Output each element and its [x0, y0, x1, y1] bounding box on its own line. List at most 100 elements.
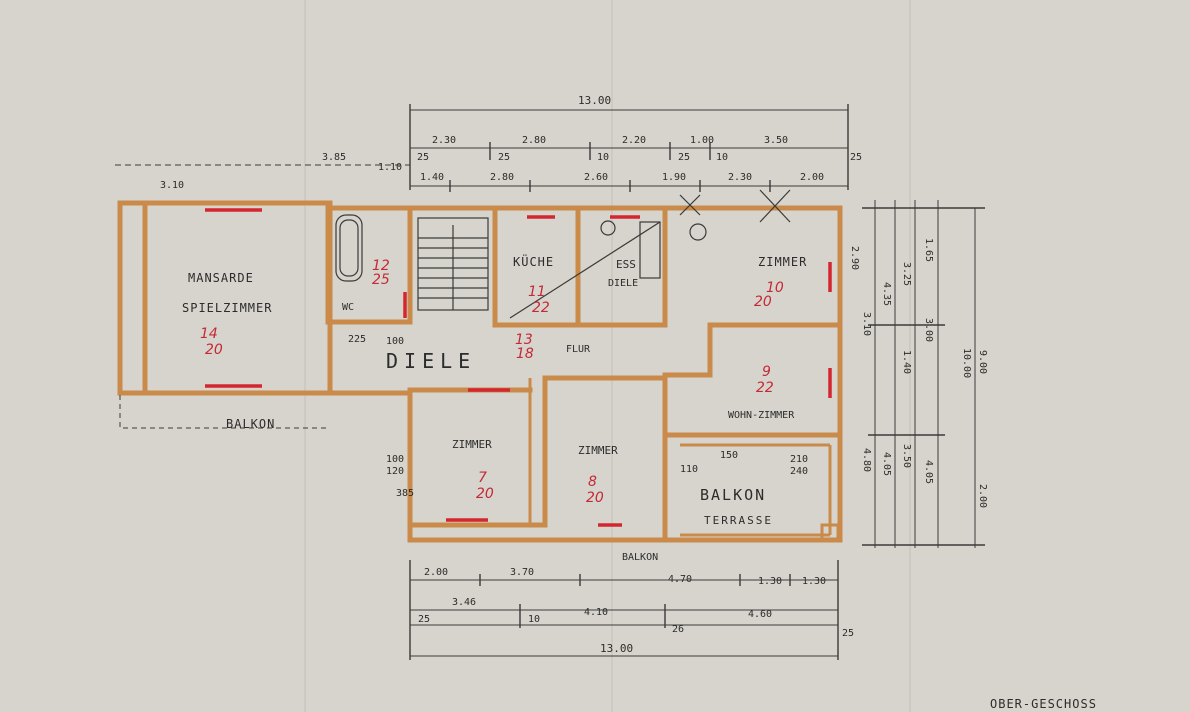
top-dim2-4: 1.90: [662, 172, 686, 183]
measure-100: 100: [386, 336, 404, 347]
area-zimmer-sw-sub: 20: [476, 486, 494, 502]
left-top-dim-3: 1.10: [378, 162, 402, 173]
room-labels: MANSARDE SPIELZIMMER 14 20 KÜCHE 11 22 E…: [182, 253, 807, 563]
right-dim-2: 3.10: [861, 312, 872, 336]
top-dim-4: 1.00: [690, 135, 714, 146]
measure-120: 120: [386, 466, 404, 477]
chimney: [820, 523, 840, 541]
top-dimensions: 13.00 2.30 2.80 2.20 1.00 3.50 25 25 10 …: [115, 94, 862, 192]
area-wohnzimmer: 9: [762, 364, 771, 380]
wall-main-outer: [407, 205, 843, 543]
top-small-1: 25: [417, 152, 429, 163]
area-mansarde: 14: [200, 326, 218, 342]
area-zimmer-ne-sub: 20: [754, 294, 772, 310]
room-kueche: KÜCHE: [513, 253, 554, 269]
bottom-dim2-3: 4.60: [748, 609, 772, 620]
bottom-small-4: 25: [842, 628, 854, 639]
balkon-terrasse: BALKON: [700, 486, 766, 504]
bottom-small-2: 10: [528, 614, 540, 625]
top-dim2-5: 2.30: [728, 172, 752, 183]
measure-150: 150: [720, 450, 738, 461]
interior-measurements: 225 100 100 120 385 110 150 210 240: [348, 334, 808, 499]
wall-bath: [325, 205, 413, 325]
right-dim4-1: 1.65: [923, 238, 934, 262]
area-kueche-sub: 22: [532, 300, 550, 316]
bottom-dim-2: 3.70: [510, 567, 534, 578]
area-bath: 12: [372, 258, 390, 274]
right-dim3-1: 3.25: [901, 262, 912, 286]
room-zimmer-ne: ZIMMER: [758, 255, 807, 269]
measure-100b: 100: [386, 454, 404, 465]
staircase: [417, 217, 489, 311]
area-zimmer-sw: 7: [478, 470, 487, 486]
height-total: 10.00: [961, 348, 972, 378]
room-mansarde-sub: SPIELZIMMER: [182, 301, 272, 315]
measure-210: 210: [790, 454, 808, 465]
room-wc: WC: [342, 302, 354, 313]
area-bath-sub: 25: [372, 272, 390, 288]
top-dim2-1: 1.40: [420, 172, 444, 183]
top-dim2-2: 2.80: [490, 172, 514, 183]
overall-width-bottom: 13.00: [600, 642, 633, 655]
right-dim-3: 4.80: [861, 448, 872, 472]
room-flur: FLUR: [566, 344, 591, 355]
area-mansarde-sub: 20: [205, 342, 223, 358]
area-zimmer-s: 8: [588, 474, 597, 490]
area-zimmer-s-sub: 20: [586, 490, 604, 506]
room-zimmer-sw: ZIMMER: [452, 438, 492, 451]
bottom-dim-4: 1.30: [758, 576, 782, 587]
terrasse-label: TERRASSE: [704, 514, 773, 527]
bottom-dim2-1: 3.46: [452, 597, 476, 608]
bottom-dimensions: 2.00 3.70 4.70 1.30 1.30 3.46 4.10 4.60 …: [409, 560, 854, 660]
right-dim4-3: 2.00: [977, 484, 988, 508]
area-hall-sub: 18: [516, 346, 534, 362]
top-dim2-6: 2.00: [800, 172, 824, 183]
plan-title: OBER-GESCHOSS: [990, 697, 1097, 711]
right-dim3-2: 1.40: [901, 350, 912, 374]
right-dimensions: 2.90 3.10 4.80 4.35 4.05 3.25 1.40 3.50 …: [849, 200, 988, 548]
room-zimmer-s: ZIMMER: [578, 444, 618, 457]
top-small-5: 10: [716, 152, 728, 163]
top-small-4: 25: [678, 152, 690, 163]
right-dim3-3: 3.50: [901, 444, 912, 468]
room-diele: DIELE: [386, 349, 476, 373]
bottom-dim-3: 4.70: [668, 574, 692, 585]
bottom-dim2-2: 4.10: [584, 607, 608, 618]
balkon-outline: [119, 395, 330, 429]
balkon-west: BALKON: [226, 417, 275, 431]
bottom-dim-1: 2.00: [424, 567, 448, 578]
fixtures: [335, 189, 791, 319]
overall-width-label: 13.00: [578, 94, 611, 107]
area-zimmer-ne: 10: [766, 280, 784, 296]
measure-110: 110: [680, 464, 698, 475]
room-mansarde: MANSARDE: [188, 271, 254, 285]
left-top-dim-2: 3.85: [322, 152, 346, 163]
top-small-2: 25: [498, 152, 510, 163]
openings: [205, 208, 832, 527]
top-dim-2: 2.80: [522, 135, 546, 146]
top-dim2-3: 2.60: [584, 172, 608, 183]
right-dim2-2: 4.05: [881, 452, 892, 476]
area-wohnzimmer-sub: 22: [756, 380, 774, 396]
right-dim3-4: 4.05: [923, 460, 934, 484]
room-ess: ESS: [616, 258, 636, 271]
top-dim-3: 2.20: [622, 135, 646, 146]
bottom-small-1: 25: [418, 614, 430, 625]
top-dim-5: 3.50: [764, 135, 788, 146]
right-dim2-1: 4.35: [881, 282, 892, 306]
top-small-3: 10: [597, 152, 609, 163]
area-kueche: 11: [528, 284, 546, 300]
right-dim4-2: 3.00: [923, 318, 934, 342]
area-hall: 13: [515, 332, 533, 348]
bottom-small-3: 26: [672, 624, 684, 635]
measure-225: 225: [348, 334, 366, 345]
measure-240: 240: [790, 466, 808, 477]
height-total-sub: 9.00: [977, 350, 988, 374]
top-dim-1: 2.30: [432, 135, 456, 146]
right-dim-1: 2.90: [849, 246, 860, 270]
balkon-south: BALKON: [622, 552, 658, 563]
room-ess-sub: DIELE: [608, 278, 638, 289]
